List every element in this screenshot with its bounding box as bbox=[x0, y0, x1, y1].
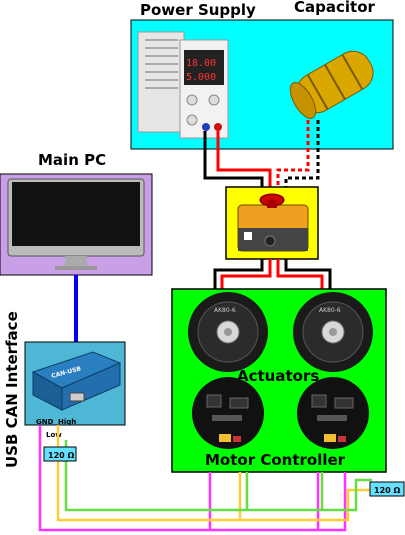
power-supply-unit: 18.00 5.000 bbox=[137, 31, 229, 139]
pin-low-label: Low bbox=[46, 431, 62, 439]
actuator-2: AK80-6 bbox=[293, 292, 373, 372]
psu-terminal-negative bbox=[202, 123, 210, 131]
psu-voltage-readout: 18.00 bbox=[186, 58, 216, 69]
termination-resistor-left-label: 120 Ω bbox=[48, 451, 74, 460]
psu-terminal-positive bbox=[214, 123, 222, 131]
power-wires bbox=[203, 120, 320, 188]
psu-current-readout: 5.000 bbox=[186, 72, 216, 83]
actuators-label: Actuators bbox=[237, 367, 319, 385]
power-supply-label: Power Supply bbox=[140, 1, 256, 19]
termination-resistor-right-label: 120 Ω bbox=[374, 486, 400, 495]
can-bus-wires bbox=[38, 425, 372, 532]
pin-high-label: High bbox=[58, 418, 76, 426]
capacitor-label: Capacitor bbox=[294, 0, 375, 16]
usb-can-interface-label: USB CAN Interface bbox=[3, 311, 21, 468]
termination-resistor-left bbox=[43, 446, 77, 462]
svg-text:AK80-6: AK80-6 bbox=[319, 307, 341, 314]
main-pc-label: Main PC bbox=[38, 151, 106, 169]
motor-controller-board-2 bbox=[297, 377, 369, 449]
actuator-1: AK80-6 bbox=[188, 292, 268, 372]
svg-text:AK80-6: AK80-6 bbox=[214, 307, 236, 314]
pin-gnd-label: GND bbox=[36, 418, 54, 426]
motor-controller-board-1 bbox=[192, 377, 264, 449]
monitor-icon bbox=[7, 178, 145, 270]
emergency-stop-button bbox=[237, 193, 309, 252]
estop-to-controller-wires bbox=[213, 259, 332, 289]
capacitor-unit bbox=[289, 50, 374, 119]
termination-resistor-right bbox=[369, 481, 405, 497]
motor-controller-label: Motor Controller bbox=[205, 451, 346, 469]
can-usb-device: CAN-USB bbox=[31, 351, 122, 411]
